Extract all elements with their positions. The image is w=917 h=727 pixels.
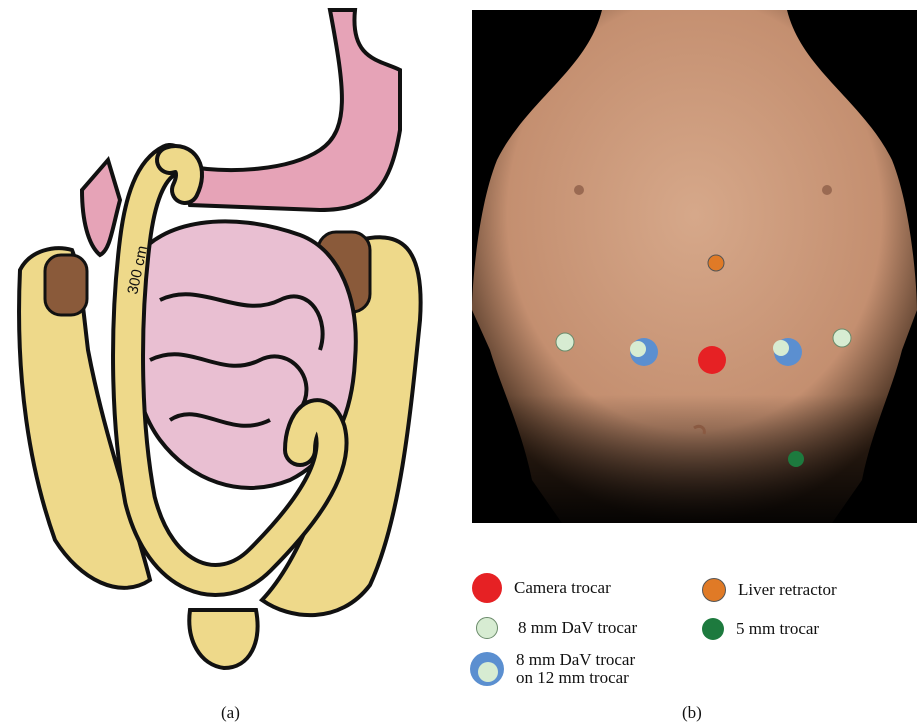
legend-dav-on-12mm: 8 mm DaV trocar on 12 mm trocar	[470, 651, 635, 687]
rectum	[189, 610, 257, 668]
legend-5mm-label: 5 mm trocar	[736, 620, 819, 638]
panel-a-caption: (a)	[221, 703, 240, 723]
colon-stump-right	[45, 255, 87, 315]
panel-b-caption: (b)	[682, 703, 702, 723]
legend-liver-label: Liver retractor	[738, 581, 837, 599]
legend-dav-label: 8 mm DaV trocar	[518, 619, 637, 637]
dav-on-12mm-swatch	[470, 652, 504, 686]
five-mm-trocar-port	[788, 451, 804, 467]
legend-dav-on-12mm-label: 8 mm DaV trocar on 12 mm trocar	[516, 651, 635, 687]
legend-dav-trocar: 8 mm DaV trocar	[476, 617, 637, 639]
right-nipple	[574, 185, 584, 195]
legend-liver-retractor: Liver retractor	[702, 578, 837, 602]
torso-photo	[472, 10, 917, 523]
torso-illustration	[472, 10, 917, 523]
legend-dav-on-12mm-line1: 8 mm DaV trocar	[516, 651, 635, 669]
legend-5mm-trocar: 5 mm trocar	[702, 618, 819, 640]
camera-trocar-swatch	[472, 573, 502, 603]
dav-trocar-left-lateral	[833, 329, 851, 347]
dav-trocar-swatch	[476, 617, 498, 639]
liver-retractor-swatch	[702, 578, 726, 602]
five-mm-trocar-swatch	[702, 618, 724, 640]
liver-retractor-port	[708, 255, 724, 271]
excluded-stomach	[82, 160, 120, 255]
dav-trocar-right-lateral	[556, 333, 574, 351]
legend-camera-label: Camera trocar	[514, 579, 611, 597]
camera-trocar-port	[698, 346, 726, 374]
left-nipple	[822, 185, 832, 195]
stomach	[180, 10, 400, 210]
legend-dav-on-12mm-line2: on 12 mm trocar	[516, 669, 635, 687]
dav-on-12mm-right-inner	[630, 341, 646, 357]
legend-camera-trocar: Camera trocar	[472, 573, 611, 603]
gi-anatomy-illustration: 300 cm	[0, 0, 470, 700]
dav-on-12mm-left-inner	[773, 340, 789, 356]
